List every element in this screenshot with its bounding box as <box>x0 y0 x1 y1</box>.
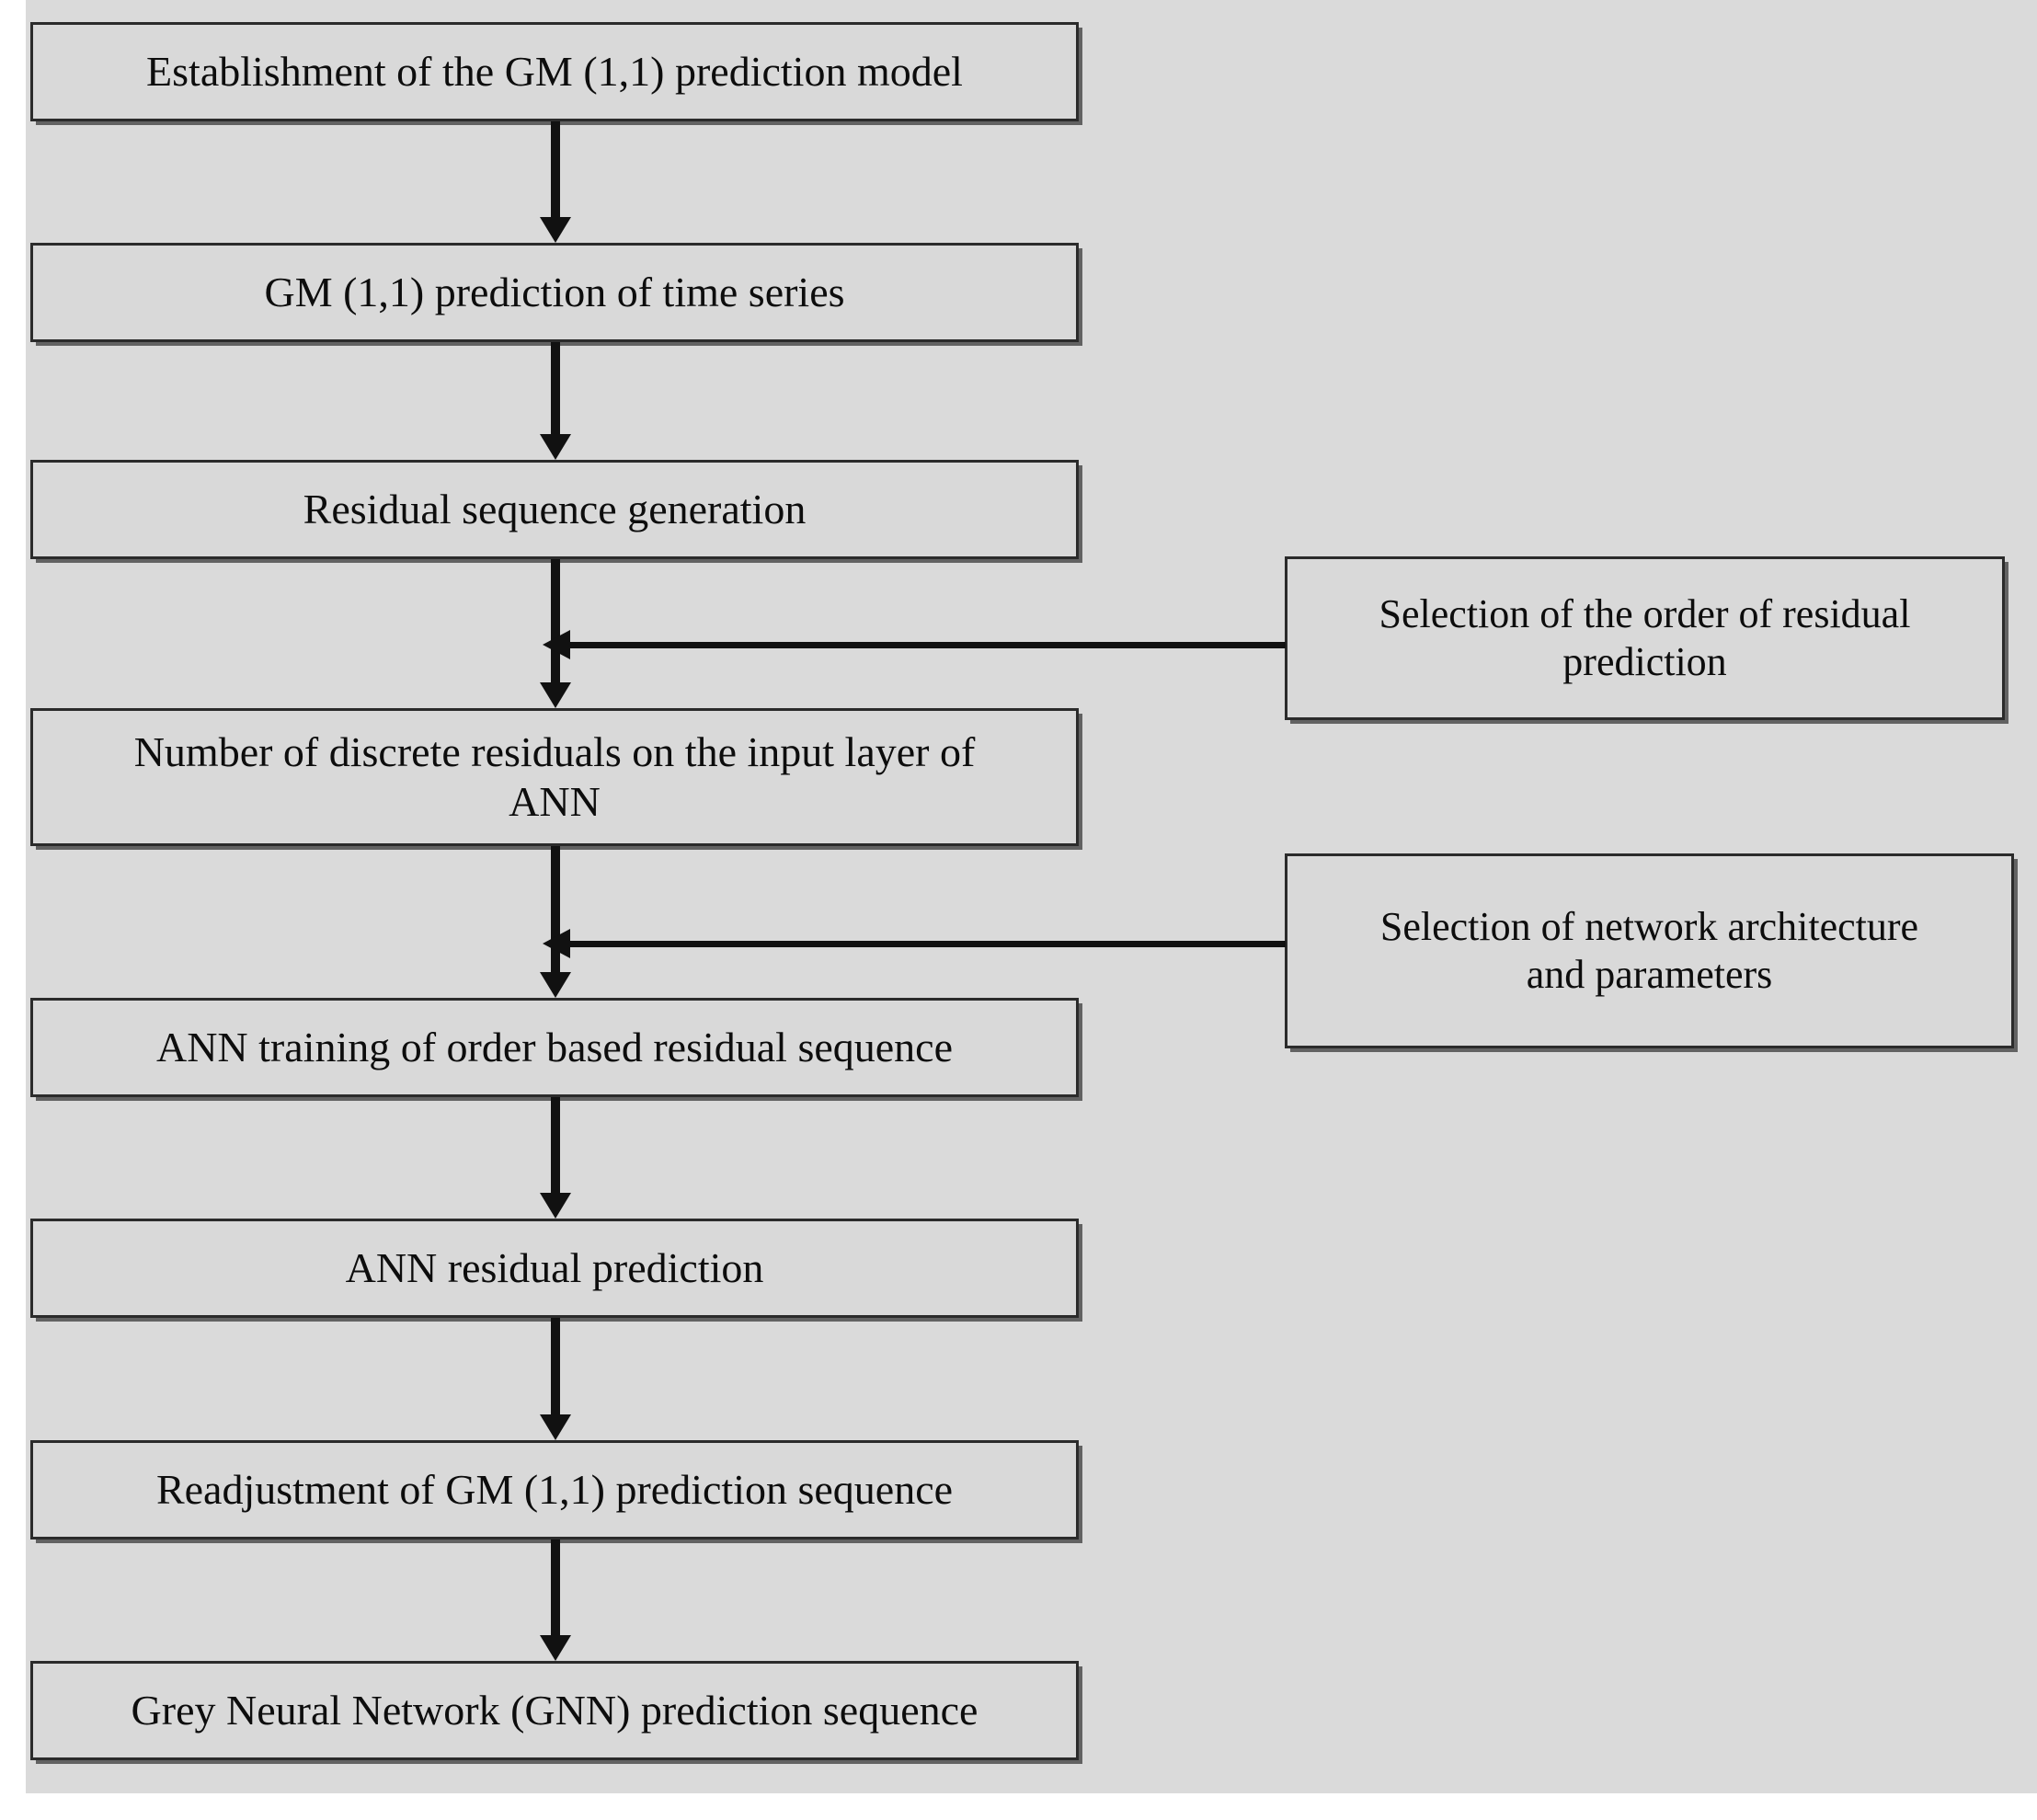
arrow-head <box>543 630 570 659</box>
process-box-gm-prediction-label: GM (1,1) prediction of time series <box>264 268 845 315</box>
process-box-ann-training: ANN training of order based residual seq… <box>30 998 1079 1097</box>
input-box-order-selection-label: Selection of the order of residual predi… <box>1379 591 1911 684</box>
process-box-gnn-sequence: Grey Neural Network (GNN) prediction seq… <box>30 1661 1079 1760</box>
arrow-head <box>540 1193 571 1219</box>
process-box-ann-residual-prediction: ANN residual prediction <box>30 1219 1079 1318</box>
flow-arrow-down-2 <box>540 342 571 460</box>
arrow-head <box>540 972 571 998</box>
process-box-discrete-residuals-label: Number of discrete residuals on the inpu… <box>133 727 976 825</box>
process-box-ann-residual-prediction-label: ANN residual prediction <box>345 1243 764 1291</box>
process-box-ann-training-label: ANN training of order based residual seq… <box>155 1023 954 1070</box>
arrow-shaft <box>565 642 1286 648</box>
arrow-shaft <box>551 559 560 684</box>
arrow-shaft <box>551 846 560 974</box>
arrow-shaft <box>551 121 560 219</box>
flow-arrow-down-6 <box>540 1318 571 1440</box>
arrow-head <box>543 929 570 958</box>
process-box-readjustment: Readjustment of GM (1,1) prediction sequ… <box>30 1440 1079 1540</box>
input-arrow-left-1 <box>543 630 1286 659</box>
arrow-head <box>540 682 571 708</box>
arrow-head <box>540 1635 571 1661</box>
process-box-residual-sequence: Residual sequence generation <box>30 460 1079 559</box>
arrow-head <box>540 434 571 460</box>
flow-arrow-down-1 <box>540 121 571 243</box>
arrow-head <box>540 1414 571 1440</box>
arrow-shaft <box>551 1540 560 1637</box>
flow-arrow-down-5 <box>540 1097 571 1219</box>
input-box-order-selection: Selection of the order of residual predi… <box>1285 556 2005 720</box>
process-box-discrete-residuals: Number of discrete residuals on the inpu… <box>30 708 1079 846</box>
flow-arrow-down-7 <box>540 1540 571 1661</box>
process-box-readjustment-label: Readjustment of GM (1,1) prediction sequ… <box>155 1465 954 1513</box>
input-box-network-architecture-label: Selection of network architecture and pa… <box>1379 904 1919 997</box>
process-box-residual-sequence-label: Residual sequence generation <box>303 485 807 532</box>
flow-arrow-down-4 <box>540 846 571 998</box>
arrow-shaft <box>551 1097 560 1195</box>
input-arrow-left-2 <box>543 929 1286 958</box>
arrow-shaft <box>565 941 1286 947</box>
process-box-establishment-label: Establishment of the GM (1,1) prediction… <box>146 47 963 95</box>
process-box-establishment: Establishment of the GM (1,1) prediction… <box>30 22 1079 121</box>
arrow-head <box>540 217 571 243</box>
input-box-network-architecture: Selection of network architecture and pa… <box>1285 853 2014 1048</box>
arrow-shaft <box>551 342 560 436</box>
process-box-gnn-sequence-label: Grey Neural Network (GNN) prediction seq… <box>131 1686 978 1734</box>
arrow-shaft <box>551 1318 560 1416</box>
process-box-gm-prediction: GM (1,1) prediction of time series <box>30 243 1079 342</box>
flow-arrow-down-3 <box>540 559 571 708</box>
